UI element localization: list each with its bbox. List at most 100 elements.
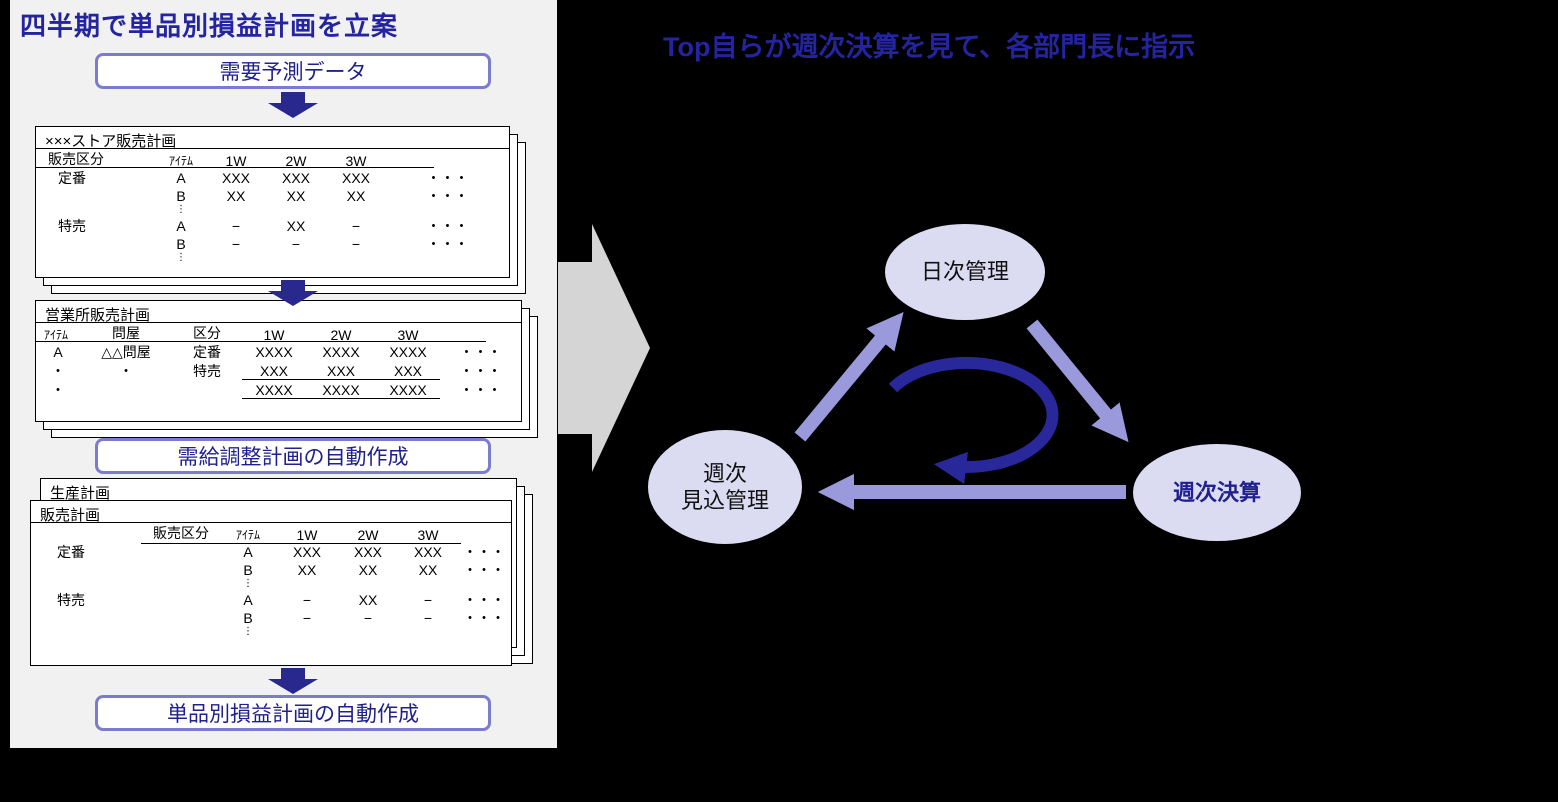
quarterly-plan-panel: 四半期で単品別損益計画を立案 需要予測データ ×××ストア販売計画 販売区分 ｱ… <box>10 0 557 748</box>
cell: ・・・ <box>426 188 469 204</box>
cell: XX <box>418 562 438 578</box>
cell: 定番 <box>193 344 221 360</box>
cell: − <box>351 236 361 252</box>
table-row: B XX XX XX ・・・ <box>31 560 511 578</box>
demand-forecast-label: 需要予測データ <box>219 61 367 84</box>
item-profit-plan-box: 単品別損益計画の自動作成 <box>95 695 491 731</box>
col-header: 問屋 <box>112 325 140 341</box>
cell: ・・・ <box>459 382 502 398</box>
cell: − <box>423 592 433 608</box>
sheet-title: 営業所販売計画 <box>36 301 521 324</box>
panel-to-cycle-arrow-icon <box>558 224 650 472</box>
cell: ・・・ <box>463 544 505 560</box>
cell: XXX <box>292 544 321 560</box>
panel-title: 四半期で単品別損益計画を立案 <box>20 11 399 41</box>
table-row: ・ ・ 特売 XXX XXX XXX ・・・ <box>36 361 521 380</box>
cell: 特売 <box>57 592 85 608</box>
cell: ・ <box>51 382 65 398</box>
cell: 定番 <box>57 544 85 560</box>
table-header-row: ｱｲﾃﾑ 問屋 区分 1W 2W 3W <box>36 323 486 343</box>
down-arrow-shape <box>268 92 318 118</box>
sheet-title: 販売計画 <box>31 501 511 524</box>
col-header: 3W <box>397 327 419 343</box>
cell: XXXX <box>376 382 440 399</box>
cell: XXXX <box>322 344 360 360</box>
vertical-ellipsis: ⋮ <box>243 626 253 637</box>
cell: ・・・ <box>426 236 469 252</box>
cell: XX <box>226 188 246 204</box>
table-row: 特売 A − XX − ・・・ <box>31 590 511 608</box>
cell: B <box>176 236 186 252</box>
cell: XXX <box>341 170 370 186</box>
table-row: ・ XXXX XXXX XXXX ・・・ <box>36 380 521 399</box>
cell: XX <box>286 188 306 204</box>
cell: B <box>176 188 186 204</box>
col-header: ｱｲﾃﾑ <box>168 154 193 168</box>
down-arrow-icon <box>268 280 318 306</box>
table-row: B − − − ・・・ <box>31 608 511 626</box>
cell: XX <box>286 218 306 234</box>
cell: △△問屋 <box>101 344 151 360</box>
cell: 特売 <box>58 218 86 234</box>
weekly-close-node: 週次決算 <box>1133 444 1301 541</box>
col-header: ｱｲﾃﾑ <box>235 528 260 542</box>
cell: ・ <box>119 363 133 379</box>
down-arrow-icon <box>268 92 318 118</box>
col-header: 2W <box>285 153 307 169</box>
col-header: 2W <box>357 527 379 543</box>
cell: XXX <box>413 544 442 560</box>
cell: XXX <box>242 363 306 380</box>
right-title: Top自らが週次決算を見て、各部門長に指示 <box>663 32 1196 62</box>
supply-demand-adjust-box: 需給調整計画の自動作成 <box>95 438 491 474</box>
cell: XXXX <box>255 344 293 360</box>
cell: XX <box>346 188 366 204</box>
demand-forecast-box: 需要予測データ <box>95 53 491 89</box>
cell: B <box>243 562 253 578</box>
cell: A <box>53 344 63 360</box>
cell: ・・・ <box>463 562 505 578</box>
table-header-row: 販売区分 ｱｲﾃﾑ 1W 2W 3W <box>31 523 511 543</box>
cell: − <box>423 610 433 626</box>
weekly-forecast-label-line1: 週次 <box>702 460 747 486</box>
cell: ・・・ <box>459 344 502 360</box>
cell: ・・・ <box>426 218 469 234</box>
cell: XXXX <box>306 382 376 399</box>
col-header: 1W <box>296 527 318 543</box>
cell: − <box>351 218 361 234</box>
sheet-title: ×××ストア販売計画 <box>36 127 509 150</box>
cell: − <box>302 592 312 608</box>
vertical-ellipsis: ⋮ <box>176 252 186 263</box>
cell: − <box>363 610 373 626</box>
table-row: B − − − ・・・ <box>36 234 509 252</box>
cell: ・・・ <box>463 592 505 608</box>
table-row: 定番 A XXX XXX XXX ・・・ <box>36 168 509 186</box>
table-row: 特売 A − XX − ・・・ <box>36 216 509 234</box>
table-row: 定番 A XXX XXX XXX ・・・ <box>31 542 511 560</box>
cell: XXXX <box>389 344 427 360</box>
circular-cycle-arrow-icon <box>888 357 1059 484</box>
item-profit-plan-label: 単品別損益計画の自動作成 <box>167 703 419 726</box>
cell: ・・・ <box>463 610 505 626</box>
vertical-ellipsis: ⋮ <box>243 578 253 589</box>
col-header: 1W <box>225 153 247 169</box>
forecast-to-daily-arrow-icon <box>794 311 904 442</box>
cell: XXX <box>376 363 440 380</box>
store-sales-plan-sheet: ×××ストア販売計画 販売区分 ｱｲﾃﾑ 1W 2W 3W 定番 A XXX X… <box>35 126 510 278</box>
cell: 特売 <box>193 363 221 379</box>
vertical-dots-row: ⋮ <box>31 626 511 638</box>
col-header: 3W <box>417 527 439 543</box>
cell: XX <box>358 562 378 578</box>
cell: XX <box>358 592 378 608</box>
vertical-ellipsis: ⋮ <box>176 204 186 215</box>
header-underline <box>141 543 461 544</box>
cell: − <box>291 236 301 252</box>
office-sales-plan-sheet: 営業所販売計画 ｱｲﾃﾑ 問屋 区分 1W 2W 3W A △△問屋 定番 XX… <box>35 300 522 422</box>
col-header: ｱｲﾃﾑ <box>44 328 69 342</box>
cell: − <box>231 218 241 234</box>
weekly-forecast-label-line2: 見込管理 <box>680 488 769 513</box>
col-header: 2W <box>330 327 352 343</box>
col-header: 1W <box>263 327 285 343</box>
col-header: 区分 <box>193 325 221 341</box>
cell: XXX <box>306 363 376 380</box>
